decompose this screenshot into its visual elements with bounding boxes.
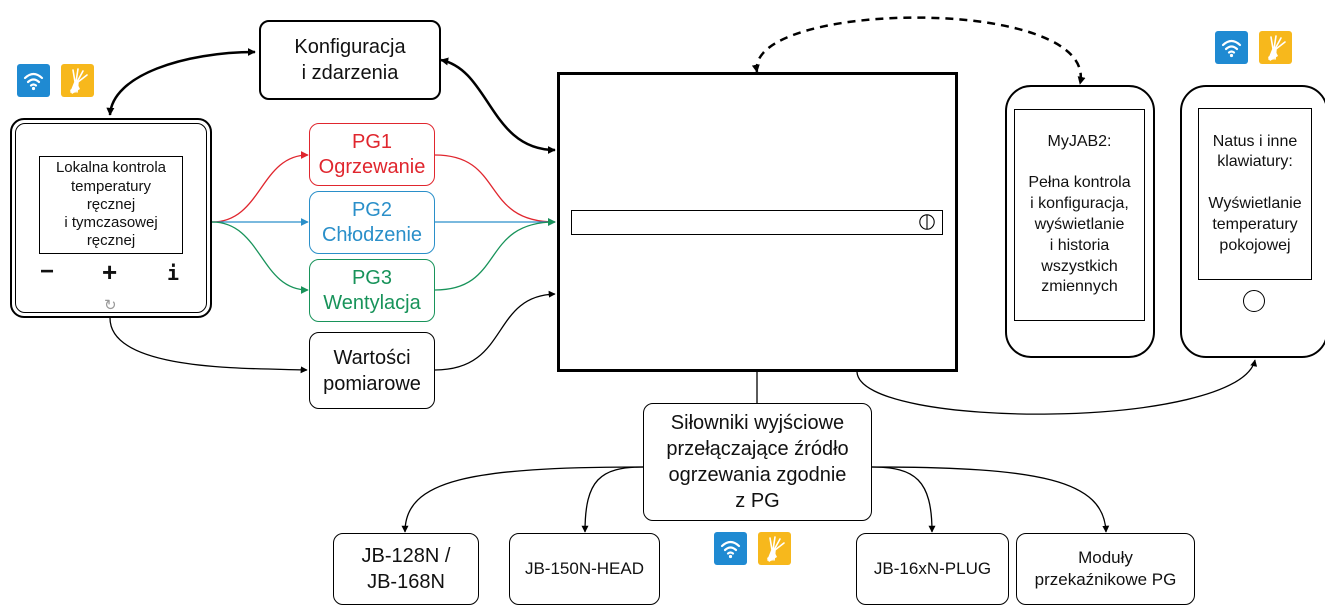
wire-pg1-out bbox=[434, 154, 556, 226]
keypad-screen: Natus i inne klawiatury: Wyświetlanie te… bbox=[1198, 108, 1312, 280]
measurements-label: Wartości pomiarowe bbox=[323, 346, 421, 395]
central-unit-slot bbox=[571, 210, 943, 235]
wire-actuators-jb128 bbox=[401, 466, 644, 533]
arrow-thermostat-config bbox=[106, 48, 256, 116]
pg3-box: PG3 Wentylacja bbox=[309, 259, 435, 322]
home-button[interactable] bbox=[1243, 290, 1265, 312]
wire-pg3-in bbox=[211, 221, 309, 294]
device-jb128n: JB-128N / JB-168N bbox=[333, 533, 479, 605]
wire-actuators-jb16x bbox=[871, 466, 936, 533]
plus-button[interactable]: + bbox=[102, 257, 118, 287]
wire-thermostat-measurements bbox=[109, 317, 308, 374]
thermostat-screen-text: Lokalna kontrola temperatury ręcznej i t… bbox=[55, 159, 167, 250]
wire-pg3-out bbox=[434, 218, 556, 291]
thermostat-screen: Lokalna kontrola temperatury ręcznej i t… bbox=[39, 156, 183, 254]
cable-bundle-icon bbox=[1259, 31, 1292, 64]
wifi-icon bbox=[17, 64, 50, 97]
actuators-label: Siłowniki wyjściowe przełączające źródło… bbox=[666, 412, 849, 512]
measurements-box: Wartości pomiarowe bbox=[309, 332, 435, 409]
myjab2-screen: MyJAB2: Pełna kontrola i konfiguracja, w… bbox=[1014, 109, 1145, 321]
actuators-box: Siłowniki wyjściowe przełączające źródło… bbox=[643, 403, 872, 521]
myjab2-label: MyJAB2: Pełna kontrola i konfiguracja, w… bbox=[1028, 132, 1131, 296]
thermostat-inner-frame bbox=[15, 123, 207, 313]
pg2-label: PG2 Chłodzenie bbox=[321, 199, 423, 246]
keypad-label: Natus i inne klawiatury: Wyświetlanie te… bbox=[1208, 132, 1302, 254]
pg1-label: PG1 Ogrzewanie bbox=[318, 131, 426, 178]
info-button[interactable]: i bbox=[167, 261, 180, 285]
cable-bundle-icon bbox=[61, 64, 94, 97]
wire-pg1-in bbox=[211, 151, 309, 223]
device-jb150n-head-label: JB-150N-HEAD bbox=[524, 559, 645, 578]
pg1-box: PG1 Ogrzewanie bbox=[309, 123, 435, 186]
arrow-dashed-central-myjab bbox=[751, 16, 1086, 85]
device-relay-modules: Moduły przekaźnikowe PG bbox=[1016, 533, 1195, 605]
central-unit bbox=[557, 72, 958, 372]
device-relay-modules-label: Moduły przekaźnikowe PG bbox=[1034, 547, 1177, 589]
wifi-icon bbox=[714, 532, 747, 565]
device-jb128n-label: JB-128N / JB-168N bbox=[361, 545, 451, 593]
power-icon bbox=[919, 214, 935, 230]
wire-central-keypad bbox=[856, 359, 1258, 415]
device-jb16xn-plug: JB-16xN-PLUG bbox=[856, 533, 1009, 605]
pg2-box: PG2 Chłodzenie bbox=[309, 191, 435, 254]
arrow-config-central bbox=[440, 57, 556, 154]
wire-measurements-central bbox=[434, 290, 556, 371]
wire-actuators-relay bbox=[871, 466, 1110, 533]
phone-keypad: Natus i inne klawiatury: Wyświetlanie te… bbox=[1180, 85, 1325, 358]
reset-icon: ↻ bbox=[104, 297, 117, 314]
config-events-label: Konfiguracja i zdarzenia bbox=[294, 36, 406, 84]
device-jb16xn-plug-label: JB-16xN-PLUG bbox=[873, 559, 992, 578]
config-events-box: Konfiguracja i zdarzenia bbox=[259, 20, 441, 100]
cable-bundle-icon bbox=[758, 532, 791, 565]
minus-button[interactable]: − bbox=[40, 258, 55, 285]
thermostat-device: Lokalna kontrola temperatury ręcznej i t… bbox=[10, 118, 212, 318]
phone-myjab2: MyJAB2: Pełna kontrola i konfiguracja, w… bbox=[1005, 85, 1155, 358]
pg3-label: PG3 Wentylacja bbox=[323, 267, 421, 314]
wire-actuators-jb150 bbox=[581, 466, 644, 533]
device-jb150n-head: JB-150N-HEAD bbox=[509, 533, 660, 605]
wifi-icon bbox=[1215, 31, 1248, 64]
